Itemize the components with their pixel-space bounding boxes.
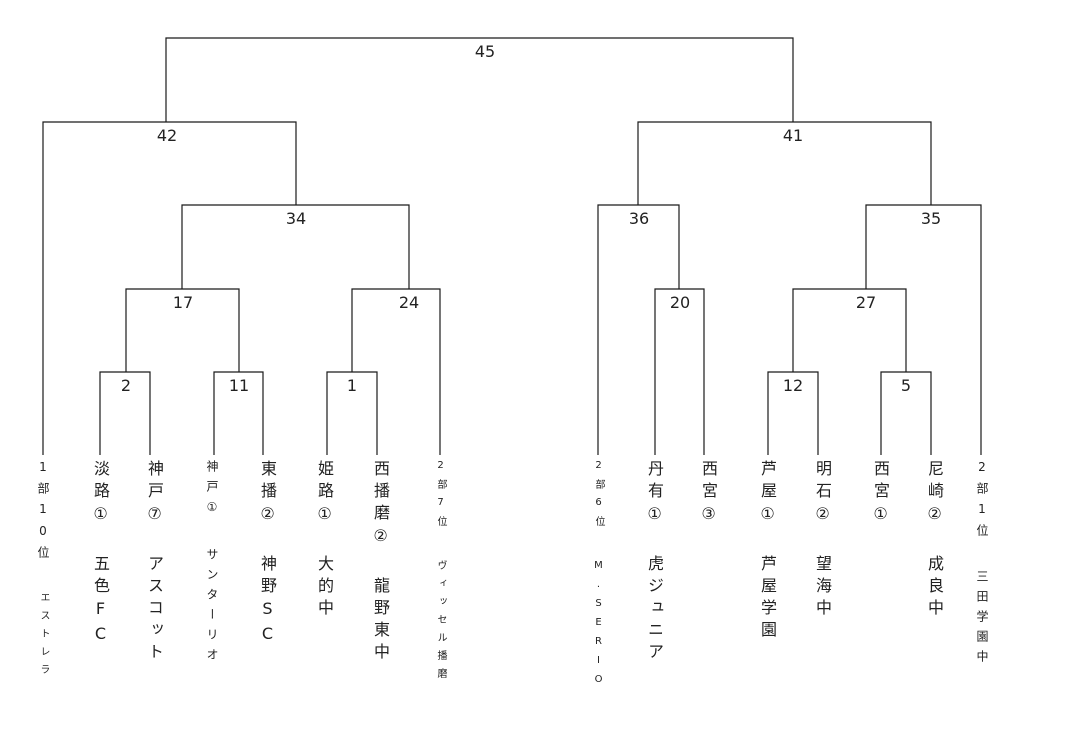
bracket-line-5	[880, 371, 932, 455]
team-seed: 2部1位	[975, 460, 989, 544]
team-seed: 1部10位	[36, 460, 50, 566]
team-club: エストレラ	[38, 592, 49, 682]
match-number: 11	[229, 376, 249, 395]
bracket-line-17	[125, 288, 240, 372]
team-entry: 2部6位 M.SERIO	[588, 460, 608, 693]
team-entry: 明石② 望海中	[810, 460, 834, 621]
team-entry: 淡路① 五色FC	[88, 460, 112, 649]
team-club: 神野SC	[258, 555, 277, 649]
match-number: 36	[629, 209, 649, 228]
bracket-line-36	[597, 204, 680, 455]
team-seed: 神戸①	[205, 460, 219, 522]
bracket-line-24	[351, 288, 441, 455]
bracket-line-20	[654, 288, 705, 455]
team-entry: 芦屋① 芦屋学園	[755, 460, 779, 643]
team-club: 大的中	[315, 555, 334, 621]
team-seed: 丹有①	[645, 460, 664, 529]
team-club: M.SERIO	[593, 560, 604, 693]
bracket-line-35	[865, 204, 982, 455]
team-club: サンターリオ	[205, 548, 219, 668]
team-entry: 神戸⑦ アスコット	[142, 460, 166, 665]
team-entry: 2部1位 三田学園中	[971, 460, 993, 670]
bracket-line-42	[42, 121, 297, 455]
match-number: 17	[173, 293, 193, 312]
bracket-line-27	[792, 288, 907, 372]
team-entry: 丹有① 虎ジュニア	[642, 460, 666, 665]
bracket-line-1	[326, 371, 378, 455]
match-number: 42	[157, 126, 177, 145]
bracket-line-41	[637, 121, 932, 205]
team-seed: 明石②	[813, 460, 832, 529]
team-seed: 2部7位	[435, 460, 446, 534]
team-seed: 神戸⑦	[145, 460, 164, 529]
match-labels: 45 42 41 34 36 35 17 24 20 27 2 11 1 12 …	[121, 41, 948, 395]
team-club: 三田学園中	[975, 570, 989, 670]
team-club: ヴィッセル播磨	[435, 560, 446, 686]
match-number: 12	[783, 376, 803, 395]
team-seed: 尼崎②	[925, 460, 944, 529]
team-club: 望海中	[813, 555, 832, 621]
team-entry: 西宮③	[696, 460, 720, 555]
match-number: 27	[856, 293, 876, 312]
match-number: 45	[475, 42, 495, 61]
team-entry: 東播② 神野SC	[255, 460, 279, 649]
team-entry: 神戸① サンターリオ	[200, 460, 224, 668]
team-seed: 淡路①	[91, 460, 110, 529]
team-club: 芦屋学園	[758, 555, 777, 643]
team-entry: 西播磨② 龍野東中	[368, 460, 392, 665]
match-number: 41	[783, 126, 803, 145]
team-entry: 尼崎② 成良中	[922, 460, 946, 621]
team-seed: 西宮①	[871, 460, 890, 529]
team-seed: 芦屋①	[758, 460, 777, 529]
match-number: 20	[670, 293, 690, 312]
team-seed: 2部6位	[593, 460, 604, 534]
bracket-line-12	[767, 371, 819, 455]
team-seed: 西宮③	[699, 460, 718, 529]
bracket-line-2	[99, 371, 151, 455]
match-number: 24	[399, 293, 419, 312]
team-club: 成良中	[925, 555, 944, 621]
team-club: 五色FC	[91, 555, 110, 649]
team-club: 龍野東中	[371, 577, 390, 665]
bracket-line-11	[213, 371, 264, 455]
match-number: 5	[901, 376, 911, 395]
team-club: 虎ジュニア	[645, 555, 664, 665]
team-seed: 東播②	[258, 460, 277, 529]
match-number: 34	[286, 209, 306, 228]
team-seed: 姫路①	[315, 460, 334, 529]
team-entry: 西宮①	[868, 460, 892, 555]
match-number: 1	[347, 376, 357, 395]
bracket-line-34	[181, 204, 410, 289]
team-entry: 2部7位 ヴィッセル播磨	[430, 460, 450, 686]
team-entry: 姫路① 大的中	[312, 460, 336, 621]
match-number: 2	[121, 376, 131, 395]
team-club: アスコット	[145, 555, 164, 665]
bracket-line-45	[165, 37, 794, 122]
match-number: 35	[921, 209, 941, 228]
team-seed: 西播磨②	[371, 460, 390, 551]
team-entry: 1部10位 エストレラ	[33, 460, 53, 682]
